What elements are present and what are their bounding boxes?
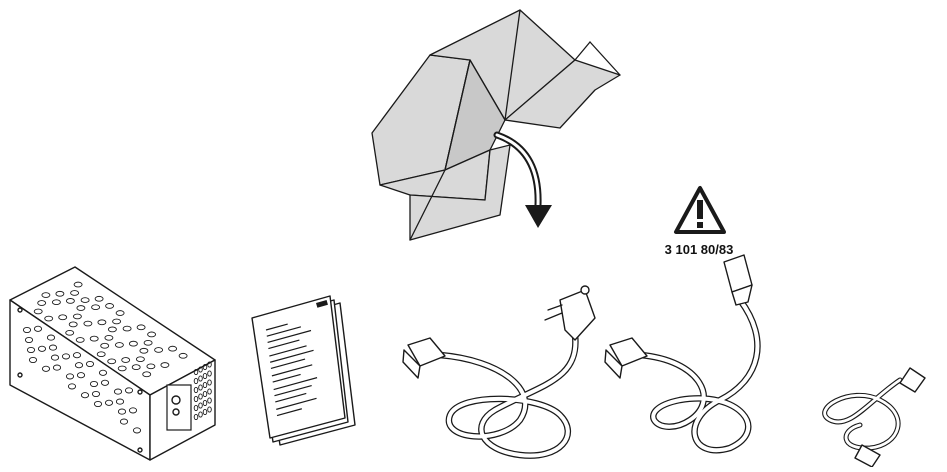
usb-cable-icon [825, 368, 925, 467]
manual-booklet-icon [252, 296, 355, 445]
schuko-power-cable-icon [403, 286, 595, 456]
warning-triangle-icon [676, 188, 724, 232]
warning-reference-label: 3 101 80/83 [644, 242, 754, 257]
iec-power-cable-icon [605, 255, 757, 450]
open-carton-icon [372, 10, 620, 240]
ups-unit-icon [10, 267, 215, 460]
